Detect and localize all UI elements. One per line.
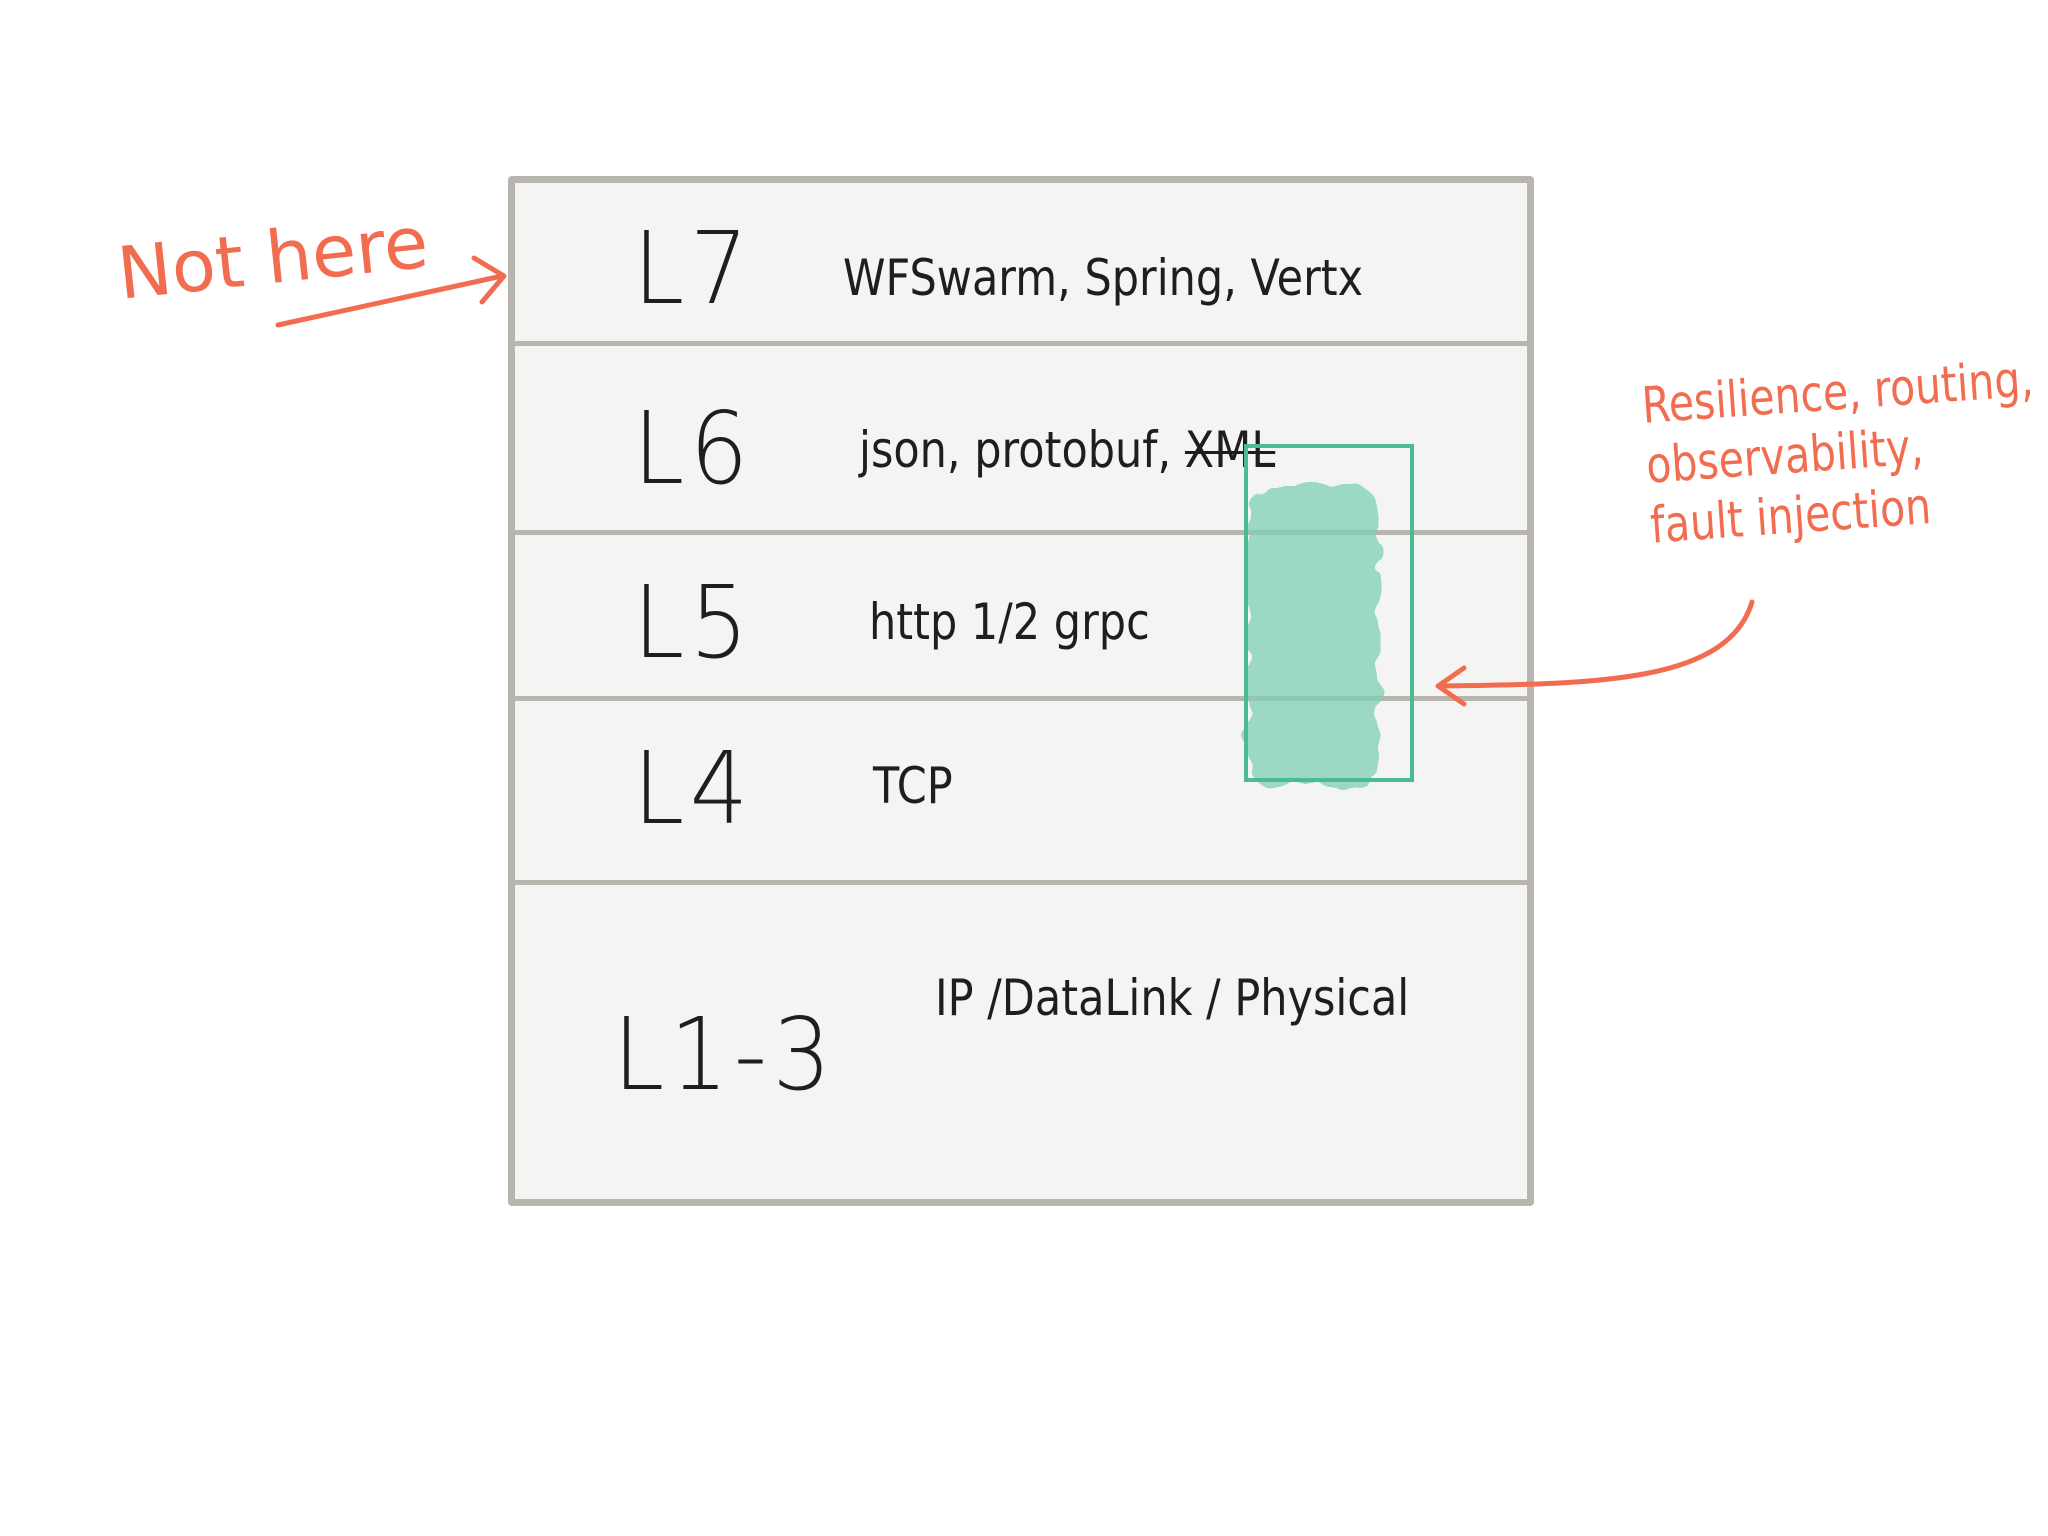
layer-divider	[515, 696, 1527, 701]
layer-label-l1-3: L1-3	[613, 996, 837, 1113]
layer-divider	[515, 530, 1527, 535]
layer-label-l4: L4	[633, 730, 754, 847]
layer-protocols-l6: json, protobuf, XML	[859, 425, 1275, 475]
layer-protocols-l5: http 1/2 grpc	[869, 593, 1150, 651]
service-mesh-annotation: Resilience, routing, observability, faul…	[1640, 349, 2044, 556]
not-here-annotation: Not here	[113, 199, 432, 316]
layer-protocols-l4: TCP	[873, 757, 953, 815]
network-layer-stack: L7 WFSwarm, Spring, Vertx L6 json, proto…	[508, 176, 1534, 1206]
layer-label-l5: L5	[633, 564, 754, 681]
layer-label-l6: L6	[633, 390, 754, 507]
layer-protocols-l1-3: IP /DataLink / Physical	[935, 969, 1410, 1027]
layer-divider	[515, 880, 1527, 885]
layer-protocols-l6-text: json, protobuf,	[859, 421, 1172, 479]
layer-divider	[515, 341, 1527, 346]
layer-label-l7: L7	[633, 210, 754, 327]
layer-protocols-l7: WFSwarm, Spring, Vertx	[843, 249, 1364, 307]
struck-protocol-xml: XML	[1184, 421, 1276, 479]
